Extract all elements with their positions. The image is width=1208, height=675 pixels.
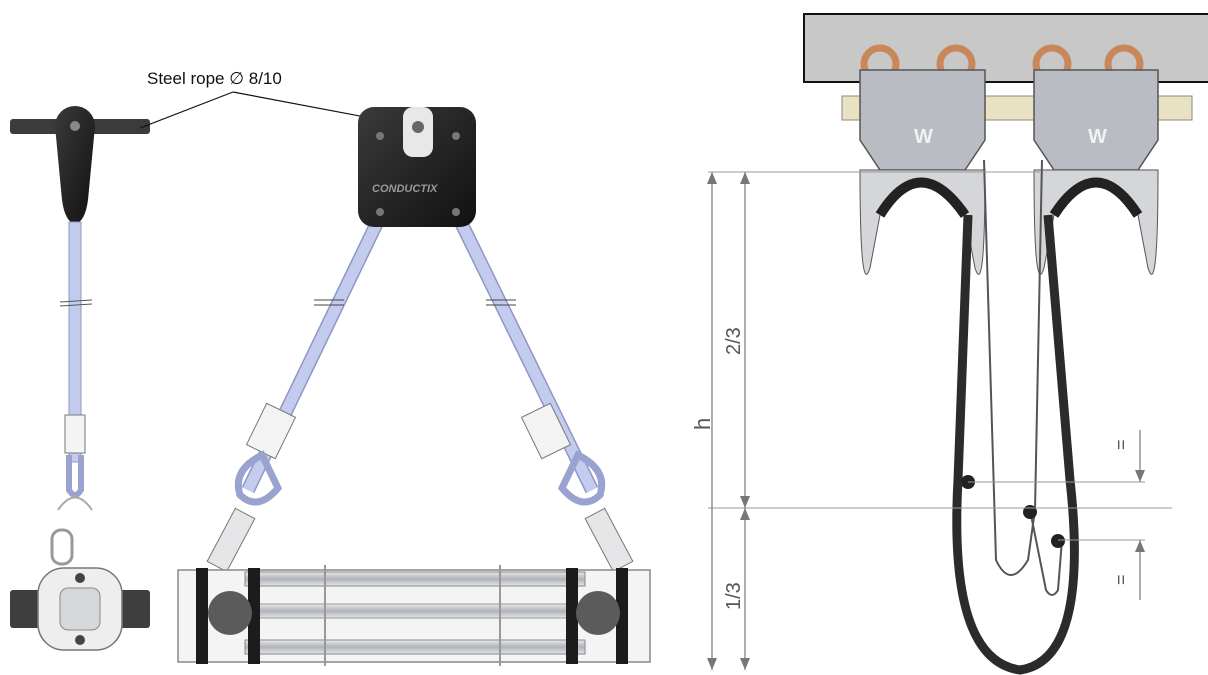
- rope-loop-side: [66, 455, 84, 498]
- trolley-mark-right: W: [1088, 126, 1107, 148]
- side-view: [10, 106, 150, 651]
- suspension-rope-side: [68, 221, 82, 463]
- festoon-system-view: W W: [690, 13, 1208, 675]
- equal-upper-label: =: [1111, 439, 1131, 450]
- turnbuckle-left: [206, 507, 256, 573]
- shackle-side: [57, 496, 93, 511]
- cable-end-left: [208, 591, 252, 635]
- turnbuckle-right: [584, 507, 634, 573]
- cable-end-right: [576, 591, 620, 635]
- support-tube-upper: [244, 571, 586, 587]
- leader-line-left: [139, 91, 234, 129]
- rope-clamp-front: [358, 107, 476, 227]
- rope-clamp-middle: [1023, 505, 1037, 519]
- thimble-right: [557, 450, 606, 506]
- two-thirds-label: 2/3: [723, 327, 745, 355]
- trolley-right: W: [1032, 44, 1159, 275]
- front-view: CONDUCTIX: [177, 107, 651, 666]
- trolley-mark-left: W: [914, 126, 933, 148]
- height-label: h: [690, 418, 715, 430]
- one-third-label: 1/3: [723, 582, 745, 610]
- rope-clamp-lower: [1051, 534, 1065, 548]
- ferrule-right: [520, 402, 572, 460]
- rope-clamp-side: [55, 106, 95, 224]
- suspension-rope-loop: [983, 159, 1043, 576]
- chain-link-side: [50, 528, 74, 566]
- steel-rope-label: Steel rope ∅ 8/10: [147, 69, 282, 88]
- brand-logo: CONDUCTIX: [372, 183, 438, 195]
- equal-lower-label: =: [1111, 574, 1131, 585]
- rope-ferrule-side: [64, 414, 86, 454]
- thimble-left: [234, 450, 283, 506]
- festoon-cable-loop: [952, 214, 1079, 675]
- trolley-left: W: [859, 44, 986, 275]
- support-tube-lower: [244, 639, 586, 655]
